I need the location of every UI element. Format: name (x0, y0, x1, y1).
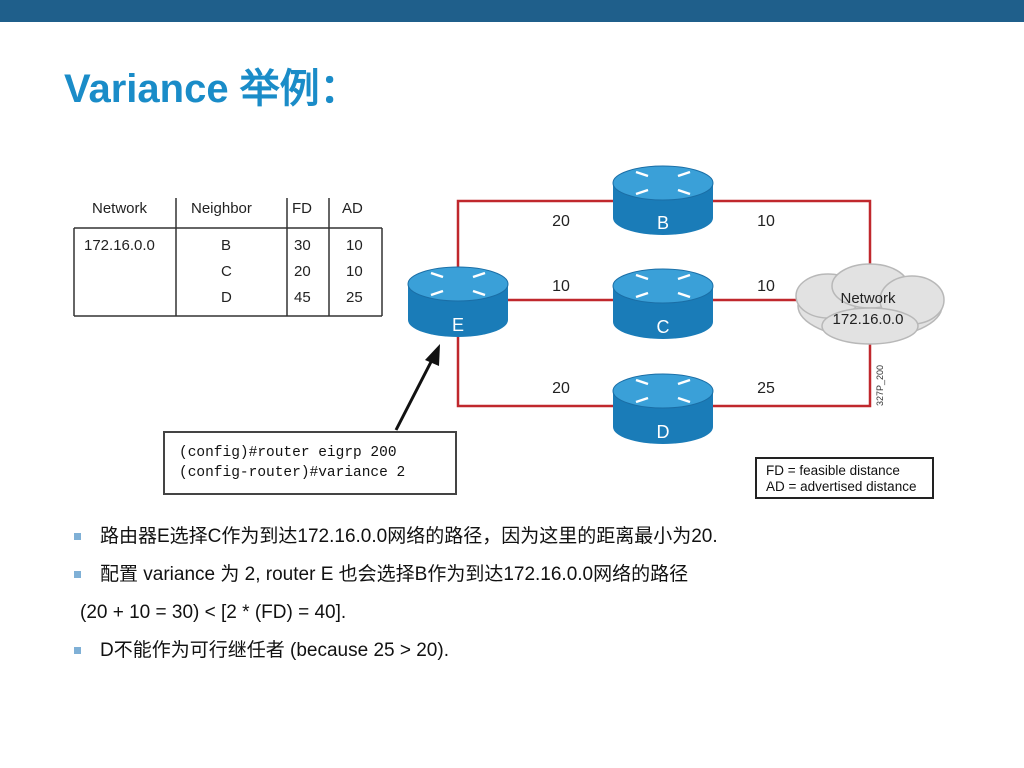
router-e-icon (407, 266, 509, 337)
metric-c-net: 10 (757, 278, 775, 295)
cell-neighbor-b: B (221, 237, 232, 254)
bullet-list: 路由器E选择C作为到达172.16.0.0网络的路径，因为这里的距离最小为20.… (74, 522, 974, 674)
bullet-square-icon (74, 533, 81, 540)
bullet-text-2-cont: (20 + 10 = 30) < [2 * (FD) = 40]. (80, 602, 347, 623)
router-b-icon (612, 165, 714, 235)
bullet-item: 配置 variance 为 2, router E 也会选择B作为到达172.1… (74, 560, 974, 598)
figure-id: 327P_200 (875, 365, 885, 406)
cell-fd-d: 45 (294, 289, 311, 306)
metric-e-c: 10 (552, 278, 570, 295)
bullet-item: D不能作为可行继任者 (because 25 > 20). (74, 636, 974, 674)
cell-fd-c: 20 (294, 263, 311, 280)
bullet-text-2: 配置 variance 为 2, router E 也会选择B作为到达172.1… (100, 564, 689, 585)
legend-box: FD = feasible distance AD = advertised d… (755, 457, 934, 499)
header-network: Network (92, 200, 148, 217)
cell-neighbor-c: C (221, 263, 232, 280)
header-neighbor: Neighbor (191, 200, 252, 217)
bullet-text-3: D不能作为可行继任者 (because 25 > 20). (100, 640, 449, 661)
cloud-label-network: Network (840, 290, 896, 307)
cloud-label-address: 172.16.0.0 (833, 311, 904, 328)
bullet-item: 路由器E选择C作为到达172.16.0.0网络的路径，因为这里的距离最小为20. (74, 522, 974, 560)
cell-neighbor-d: D (221, 289, 232, 306)
config-line-1: (config)#router eigrp 200 (179, 445, 397, 461)
slide-title: Variance 举例： (64, 67, 360, 111)
legend-ad: AD = advertised distance (766, 479, 917, 494)
top-bar (0, 0, 1024, 22)
metric-d-net: 25 (757, 380, 775, 397)
config-box: (config)#router eigrp 200 (config-router… (163, 431, 457, 495)
cell-fd-b: 30 (294, 237, 311, 254)
config-line-2: (config-router)#variance 2 (179, 465, 406, 481)
router-c-icon (612, 268, 714, 339)
header-ad: AD (342, 200, 363, 217)
router-e-label: E (452, 315, 464, 335)
metric-e-d: 20 (552, 380, 570, 397)
cell-network: 172.16.0.0 (84, 237, 155, 254)
legend-fd: FD = feasible distance (766, 463, 900, 478)
table-grid (73, 198, 383, 317)
bullet-continuation: (20 + 10 = 30) < [2 * (FD) = 40]. (74, 598, 974, 636)
router-b-label: B (657, 213, 669, 233)
cell-ad-c: 10 (346, 263, 363, 280)
bullet-text-1: 路由器E选择C作为到达172.16.0.0网络的路径，因为这里的距离最小为20. (100, 526, 718, 547)
bullet-square-icon (74, 571, 81, 578)
bullet-square-icon (74, 647, 81, 654)
router-d-icon (612, 373, 714, 444)
metric-b-net: 10 (757, 213, 775, 230)
router-d-label: D (657, 422, 670, 442)
router-c-label: C (657, 317, 670, 337)
cell-ad-d: 25 (346, 289, 363, 306)
metric-e-b: 20 (552, 213, 570, 230)
cell-ad-b: 10 (346, 237, 363, 254)
header-fd: FD (292, 200, 312, 217)
pointer-arrow (394, 344, 440, 431)
network-cloud (795, 263, 945, 345)
